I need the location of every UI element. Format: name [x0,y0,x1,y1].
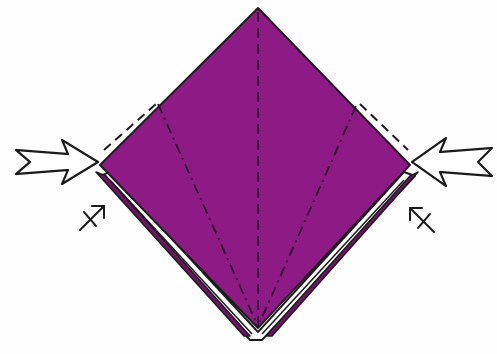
right-push-arrow-icon [412,138,492,186]
right-tuck-arrow-icon [410,208,434,232]
left-tuck-arrow-icon [80,206,104,230]
paper-diamond [100,8,410,328]
left-push-arrow-icon [16,140,98,184]
